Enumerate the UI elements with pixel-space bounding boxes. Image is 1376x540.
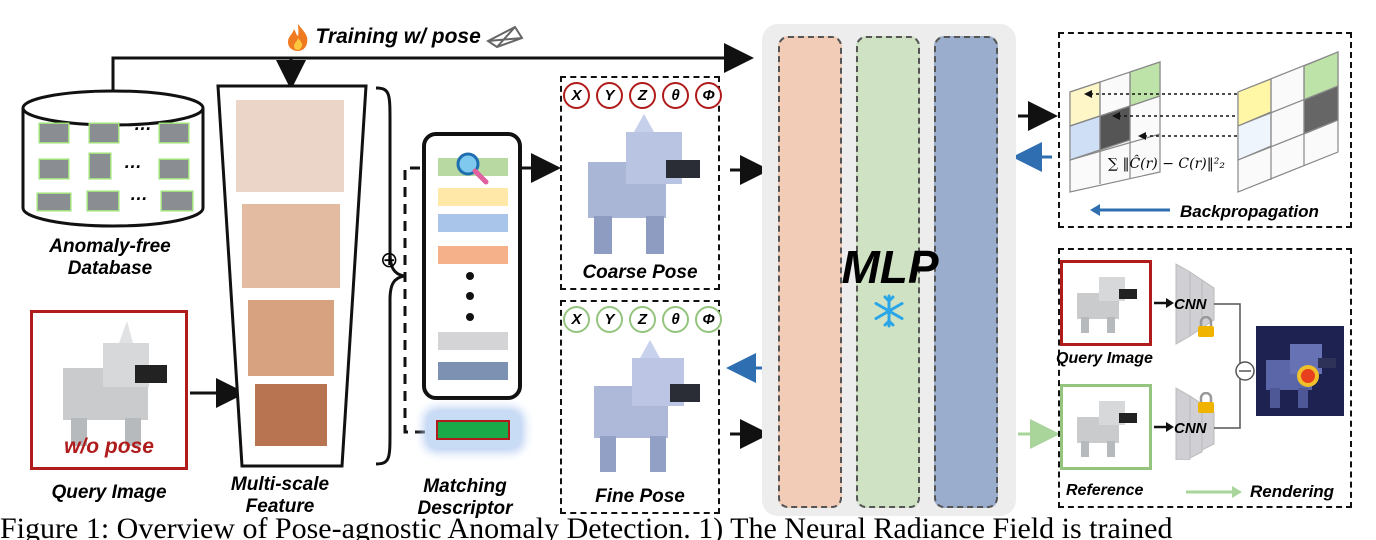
descriptor-dot-1 [466,272,474,280]
descriptor-stripe-2 [438,188,508,206]
fire-icon [288,24,308,51]
descriptor-bank [422,132,522,400]
snowflake-icon [874,294,904,328]
ray-grid-diagram [1069,51,1339,193]
database-label-line2: Database [67,258,153,279]
rendering-reference-frame [1060,384,1152,470]
oplus-symbol: ⊕ [380,248,399,273]
matching-label-line1: Matching [423,476,507,497]
camera-icon [486,25,524,49]
database-label-line1: Anomaly-free [49,236,171,257]
descriptor-stripe-5 [438,332,508,350]
fine-param-z: Z [629,306,656,333]
rendering-reference-image [1077,401,1137,457]
descriptor-stripe-6 [438,362,508,380]
descriptor-stripe-3 [438,214,508,232]
matching-label-line2: Descriptor [417,498,513,519]
fine-param-x: X [563,306,590,333]
fine-pose-box [560,300,720,514]
rendering-label: Rendering [1250,482,1335,501]
coarse-param-theta: θ [662,82,689,109]
fine-pose-render [594,340,700,472]
rendering-box [1058,248,1352,508]
mlp-layer-3 [934,36,998,508]
feature-map-4 [255,384,327,446]
rendering-query-frame [1060,260,1152,346]
coarse-pose-render [588,114,700,254]
cnn-label-2: CNN [1174,420,1207,437]
cnn-label-1: CNN [1174,296,1207,313]
coarse-param-x: X [563,82,590,109]
mlp-layer-1 [778,36,842,508]
mlp-layer-2 [856,36,920,508]
fine-param-phi: Φ [695,306,722,333]
query-overlay-text: w/o pose [64,435,154,458]
feature-map-1 [236,100,344,192]
fine-param-y: Y [596,306,623,333]
coarse-pose-box [560,76,720,290]
rendering-reference-label: Reference [1066,482,1144,499]
backprop-label: Backpropagation [1180,202,1319,221]
rendering-arrow [1186,486,1242,498]
loss-formula: ∑ ‖Ĉ(r) − C(r)‖²₂ [1108,156,1225,172]
fine-param-theta: θ [662,306,689,333]
minus-circle-icon [1235,361,1255,381]
database-ellipsis-2: … [124,152,142,172]
backprop-arrow [1090,204,1170,216]
loss-box [1058,32,1352,228]
feature-map-3 [248,300,334,376]
coarse-param-phi: Φ [695,82,722,109]
matching-descriptor-bar [436,420,510,440]
descriptor-dot-2 [466,292,474,300]
rendering-query-label: Query Image [1056,350,1153,367]
lock-icon [1198,392,1214,413]
training-label: Training w/ pose [315,25,481,48]
database-cylinder: … … … [20,88,206,228]
multiscale-label-line2: Feature [245,496,315,517]
coarse-param-z: Z [629,82,656,109]
query-image-frame: w/o pose [30,310,188,470]
query-label: Query Image [51,482,167,503]
descriptor-dot-3 [466,313,474,321]
database-ellipsis-1: … [134,114,152,134]
fine-pose-label: Fine Pose [595,486,685,507]
rendering-query-image [1077,277,1137,333]
figure-caption: Figure 1: Overview of Pose-agnostic Anom… [0,514,1173,540]
mlp-label: MLP [841,241,939,293]
coarse-param-y: Y [596,82,623,109]
database-label: Anomaly-free Database [10,236,210,280]
training-label-group: Training w/ pose [285,22,525,52]
feature-dashed-line [403,166,430,434]
multiscale-label-line1: Multi-scale [230,474,330,495]
multiscale-label: Multi-scale Feature [200,474,360,518]
descriptor-stripe-4 [438,246,508,264]
lock-icon [1198,316,1214,337]
coarse-pose-label: Coarse Pose [582,262,698,283]
feature-map-2 [242,204,340,288]
matching-label: Matching Descriptor [395,476,535,520]
database-ellipsis-3: … [130,184,148,204]
query-object-image [63,321,167,446]
search-icon [456,152,489,185]
anomaly-heatmap [1256,326,1344,416]
training-arrow [111,43,754,92]
